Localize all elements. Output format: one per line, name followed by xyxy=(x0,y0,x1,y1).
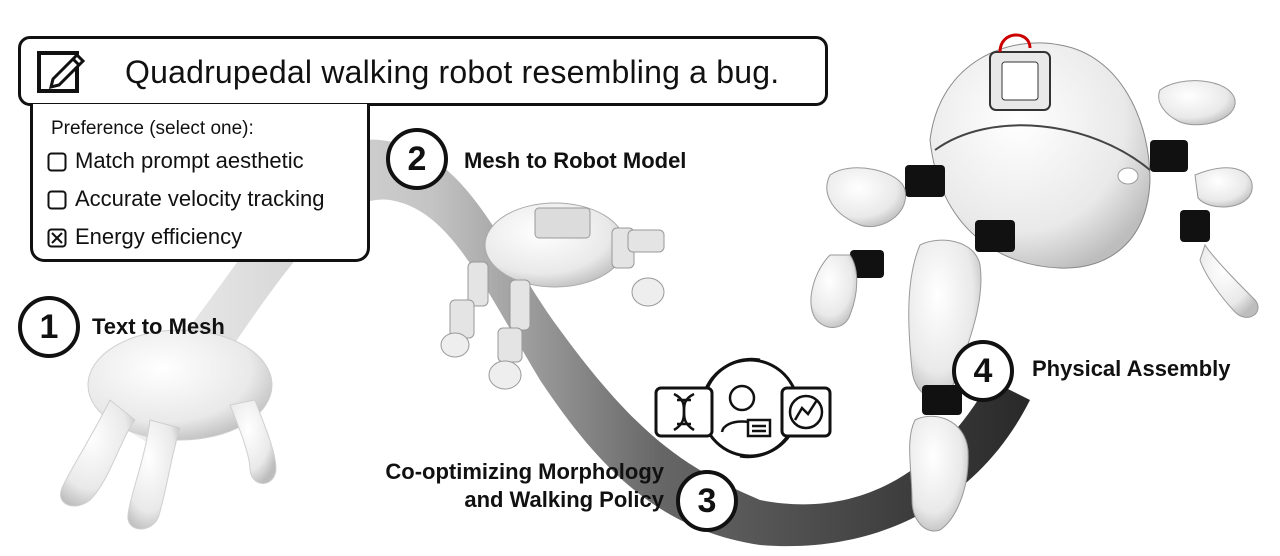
edit-note-icon xyxy=(37,51,86,93)
preference-option-label: Energy efficiency xyxy=(75,224,243,249)
step-1-badge: 1 xyxy=(18,296,80,358)
prompt-box: Quadrupedal walking robot resembling a b… xyxy=(18,36,828,106)
checkbox-checked-icon[interactable] xyxy=(47,228,69,248)
engineer-icon xyxy=(720,384,772,438)
step-4-label: Physical Assembly xyxy=(1032,356,1231,381)
step-2-label: Mesh to Robot Model xyxy=(464,148,687,173)
performance-graph-icon xyxy=(788,394,824,430)
physical-robot xyxy=(810,33,1259,532)
step-3-label-line2: and Walking Policy xyxy=(464,487,664,512)
preference-title: Preference (select one): xyxy=(51,118,254,139)
preference-option-velocity[interactable]: Accurate velocity tracking xyxy=(47,186,324,212)
mesh-robot-model xyxy=(440,202,665,390)
preference-option-label: Accurate velocity tracking xyxy=(75,186,325,211)
step-1-label: Text to Mesh xyxy=(92,314,225,339)
preference-option-energy[interactable]: Energy efficiency xyxy=(47,224,242,250)
checkbox-unchecked-icon[interactable] xyxy=(47,152,69,172)
checkbox-unchecked-icon[interactable] xyxy=(47,190,69,210)
step-3-label: Co-optimizing Morphology and Walking Pol… xyxy=(320,458,664,514)
preference-option-label: Match prompt aesthetic xyxy=(75,148,304,173)
preference-panel: Preference (select one): Match prompt ae… xyxy=(30,104,370,262)
prompt-text: Quadrupedal walking robot resembling a b… xyxy=(125,54,780,90)
preference-option-aesthetic[interactable]: Match prompt aesthetic xyxy=(47,148,304,174)
step-3-label-line1: Co-optimizing Morphology xyxy=(385,459,664,484)
dna-icon xyxy=(673,392,695,432)
step-3-badge: 3 xyxy=(676,470,738,532)
step-4-badge: 4 xyxy=(952,340,1014,402)
text-to-mesh-blob xyxy=(60,329,277,530)
co-optimization-cycle xyxy=(654,357,832,459)
step-2-badge: 2 xyxy=(386,128,448,190)
